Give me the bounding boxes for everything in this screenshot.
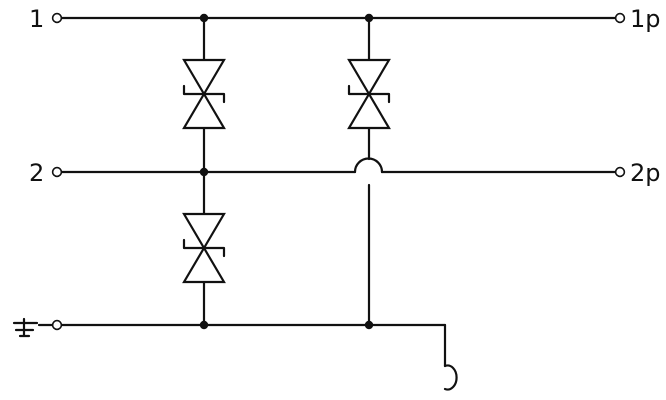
terminal-open-circle [51, 319, 63, 331]
tvs-triangle-bottom [347, 91, 391, 130]
junction-node [364, 320, 374, 330]
junction-node [199, 167, 209, 177]
terminal-open-circle [51, 166, 63, 178]
line-crossover-hop [353, 157, 384, 174]
terminal-label-1p: 1p [630, 5, 661, 33]
tvs-triangle-top [347, 58, 391, 97]
terminal-open-circle [614, 166, 626, 178]
bidirectional-tvs-diode-left-upper [182, 58, 226, 130]
terminal-label-1: 1 [29, 5, 44, 33]
tvs-bar [347, 84, 391, 104]
tvs-bar [182, 238, 226, 258]
ground-icon [12, 317, 54, 338]
tvs-triangle-top [182, 58, 226, 97]
junction-node [199, 13, 209, 23]
terminal-label-2p: 2p [630, 159, 661, 187]
terminal-open-circle [51, 12, 63, 24]
terminal-open-circle [614, 12, 626, 24]
terminal-label-2: 2 [29, 159, 44, 187]
junction-node [364, 13, 374, 23]
bidirectional-tvs-diode-left-lower [182, 212, 226, 284]
bidirectional-tvs-diode-right [347, 58, 391, 130]
tvs-triangle-top [182, 212, 226, 251]
tvs-triangle-bottom [182, 245, 226, 284]
tvs-triangle-bottom [182, 91, 226, 130]
tvs-bar [182, 84, 226, 104]
junction-node [199, 320, 209, 330]
ground-tail-hook [443, 364, 458, 391]
